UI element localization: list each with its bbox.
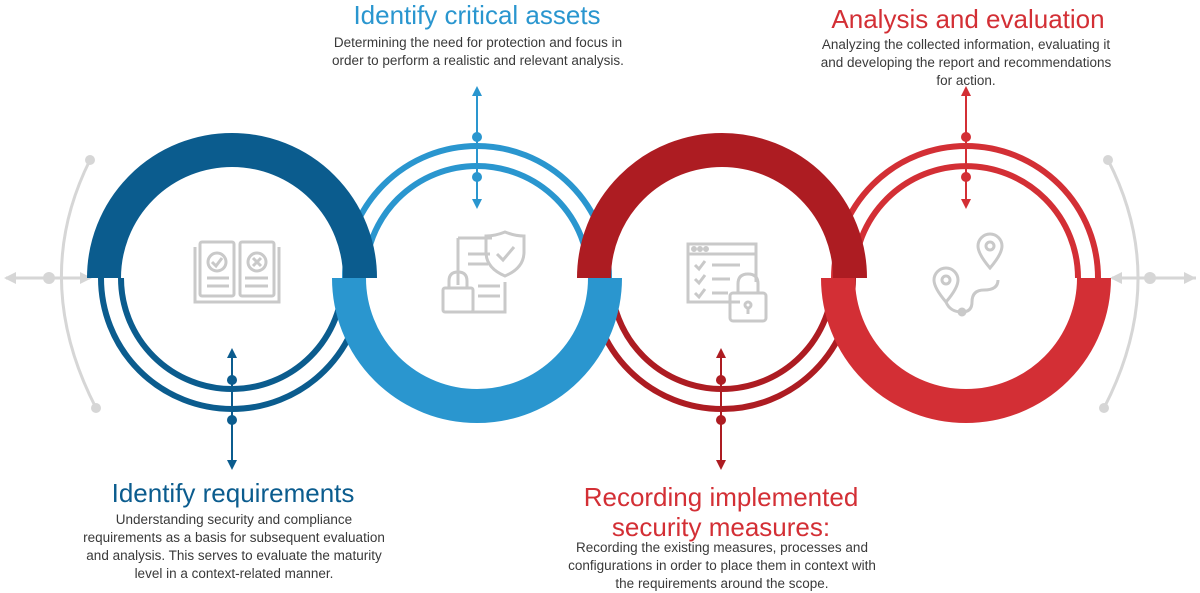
step-description-analysis-and-evaluation: Analyzing the collected information, eva… — [820, 37, 1112, 88]
checklist-book-icon — [193, 240, 281, 304]
step-description-identify-requirements: Understanding security and compliance re… — [83, 512, 385, 581]
step-title-recording-implemented-measures: Recording implemented security measures: — [570, 482, 872, 542]
step-title-identify-critical-assets: Identify critical assets — [353, 0, 601, 30]
step-title-identify-requirements: Identify requirements — [111, 478, 355, 508]
shield-document-lock-icon — [441, 230, 526, 314]
step-description-recording-implemented-measures: Recording the existing measures, process… — [568, 540, 876, 591]
connector-analysis-and-evaluation — [961, 86, 971, 209]
right-decoration — [1099, 155, 1196, 413]
ring-analysis-and-evaluation-bottom — [821, 277, 1111, 423]
browser-checklist-lock-icon — [686, 242, 768, 323]
route-map-pins-icon — [932, 232, 1004, 317]
connector-identify-critical-assets — [472, 86, 482, 209]
connector-identify-requirements — [227, 348, 237, 470]
step-description-identify-critical-assets: Determining the need for protection and … — [332, 35, 624, 68]
connector-recording-implemented-measures — [716, 348, 726, 470]
ring-identify-critical-assets-bottom — [332, 277, 622, 423]
step-title-line-2: security measures: — [611, 512, 831, 542]
step-title-line-1: Recording implemented — [583, 482, 859, 512]
step-title-analysis-and-evaluation: Analysis and evaluation — [831, 4, 1105, 34]
left-decoration — [4, 155, 101, 413]
